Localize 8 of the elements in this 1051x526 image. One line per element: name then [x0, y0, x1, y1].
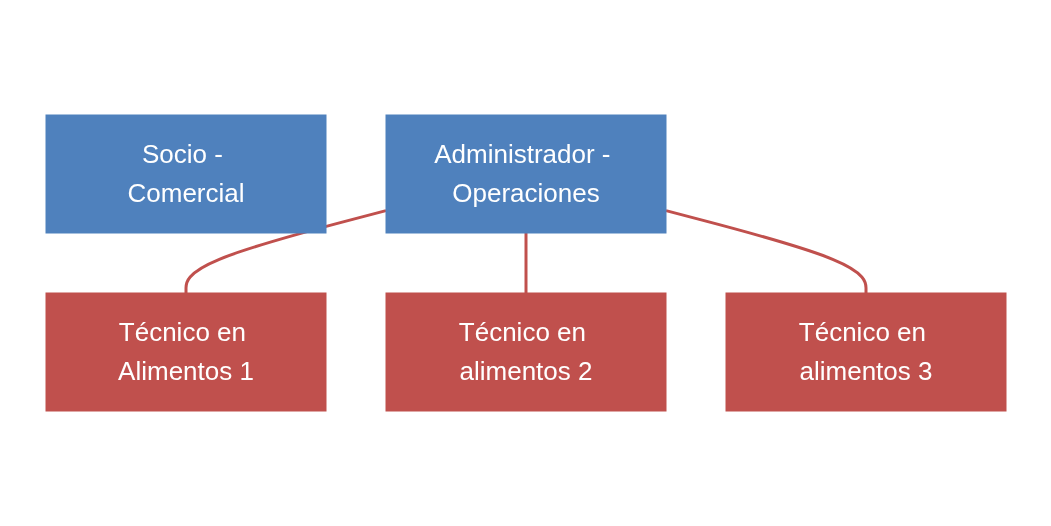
connector [524, 233, 527, 293]
node-box: Administrador - Operaciones [385, 114, 666, 234]
node-box: Técnico en alimentos 3 [725, 292, 1006, 412]
node-box: Socio - Comercial [45, 114, 326, 234]
connector [184, 209, 386, 293]
node-box: Técnico en alimentos 2 [385, 292, 666, 412]
connector [665, 209, 867, 293]
node-box: Técnico en Alimentos 1 [45, 292, 326, 412]
